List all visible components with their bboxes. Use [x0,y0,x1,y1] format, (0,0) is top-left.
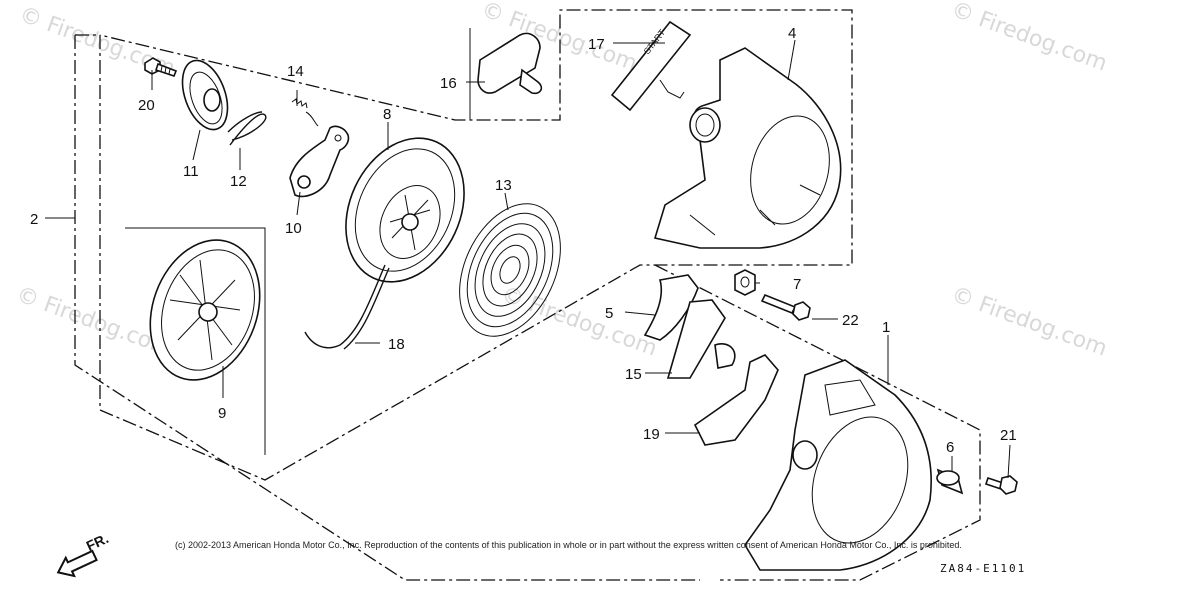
part-4-case [653,47,842,249]
label-14: 14 [287,63,304,80]
direction-arrow: FR. [56,530,111,578]
label-9: 9 [218,405,226,422]
fr-arrow-icon [56,549,98,578]
label-1: 1 [882,319,890,336]
copyright-note: (c) 2002-2013 American Honda Motor Co., … [175,540,962,550]
part-15-grip [666,299,736,379]
label-19: 19 [643,426,660,443]
diagram-code: ZA84-E1101 [940,562,1026,575]
label-10: 10 [285,220,302,237]
outline-assembly-2-outer [74,35,700,581]
part-21-bolt [984,475,1018,495]
part-5-cover [643,274,699,341]
part-6-collar [936,468,964,495]
part-17-handle: START [610,20,692,112]
part-22-bolt [760,293,811,321]
outline-pulley-box [125,227,266,455]
label-16: 16 [440,75,457,92]
label-11: 11 [183,163,199,180]
label-13: 13 [495,177,512,194]
part-18-rope [304,264,390,350]
assembly-outlines [74,9,981,581]
label-20: 20 [138,97,155,114]
part-20-bolt [144,57,178,77]
label-5: 5 [605,305,613,322]
direction-label: FR. [84,530,111,554]
label-12: 12 [230,173,247,190]
label-2: 2 [30,211,38,228]
watermark-top-right: © Firedog.com [948,0,1110,77]
part-7-nut [734,269,756,296]
label-6: 6 [946,439,954,456]
label-15: 15 [625,366,642,383]
outline-assembly-1 [654,264,981,581]
label-8: 8 [383,106,391,123]
part-numbers: 1 2 4 5 6 7 8 9 10 11 12 13 14 15 16 17 … [30,25,1017,456]
part-14-spring [291,98,319,127]
watermark-mid-right: © Firedog.com [948,282,1110,361]
part-13-spring [459,203,561,337]
part-8-reel [345,137,465,283]
label-4: 4 [788,25,796,42]
label-17: 17 [588,36,605,53]
label-21: 21 [1000,427,1017,444]
outline-assembly-2 [75,9,853,481]
part-11-disk [181,59,229,131]
part-10-ratchet [289,125,350,198]
part-12-clip [227,111,267,146]
leader-lines [45,39,1011,479]
part-16-grip [477,32,543,95]
label-18: 18 [388,336,405,353]
part-1-fan-cover [744,359,933,571]
label-7: 7 [793,276,801,293]
part-9-pulley [149,239,261,381]
label-22: 22 [842,312,859,329]
part-19-bracket [693,354,779,446]
